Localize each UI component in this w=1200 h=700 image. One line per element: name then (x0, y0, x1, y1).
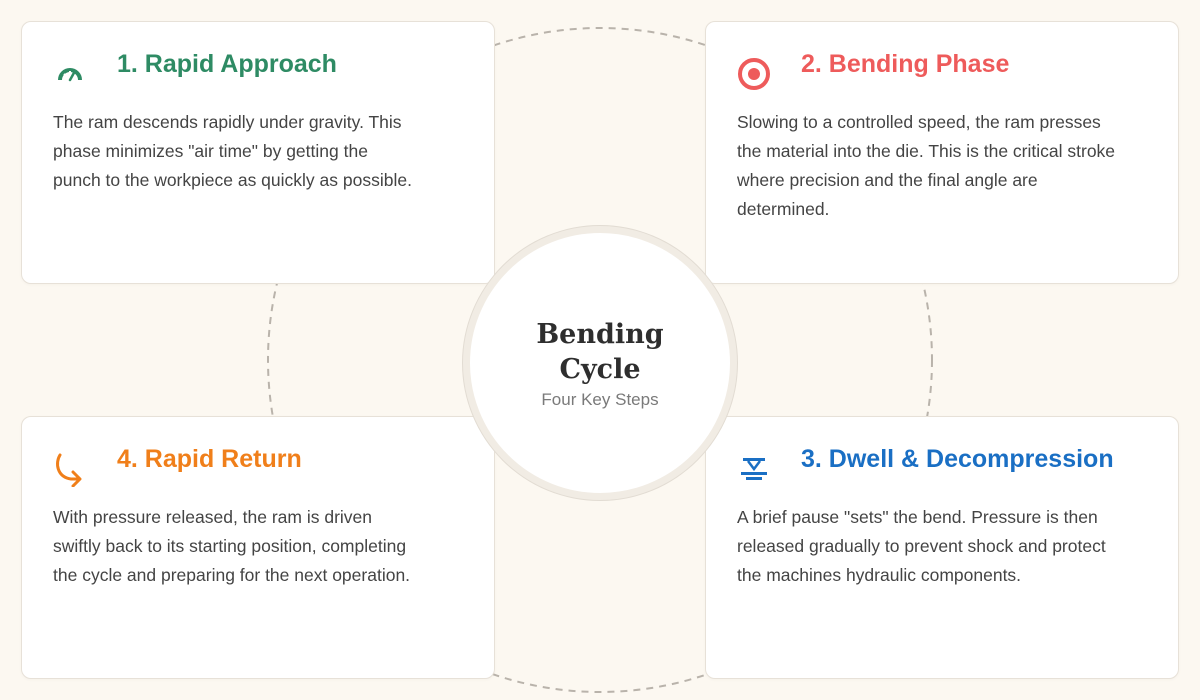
step-title: 2. Bending Phase (801, 50, 1010, 78)
step-card-bending-phase: 2. Bending Phase Slowing to a controlled… (705, 21, 1179, 284)
cycle-subtitle: Four Key Steps (541, 390, 659, 409)
cycle-title-line-2: Cycle (559, 354, 641, 385)
step-description: Slowing to a controlled speed, the ram p… (737, 112, 1116, 219)
step-card-rapid-return: 4. Rapid Return With pressure released, … (21, 416, 495, 679)
step-title: 1. Rapid Approach (117, 50, 337, 78)
step-title: 4. Rapid Return (117, 445, 302, 473)
speedometer-icon (52, 56, 88, 92)
return-arrow-icon (52, 451, 88, 487)
cycle-title-line-1: Bending (536, 319, 664, 350)
step-title: 3. Dwell & Decompression (801, 445, 1114, 473)
press-icon (736, 451, 772, 487)
cycle-title: Bending Cycle (470, 317, 730, 387)
step-description: A brief pause "sets" the bend. Pressure … (737, 507, 1106, 585)
step-card-dwell-decompression: 3. Dwell & Decompression A brief pause "… (705, 416, 1179, 679)
step-description: With pressure released, the ram is drive… (53, 507, 411, 585)
cycle-center-circle: Bending Cycle Four Key Steps (463, 226, 737, 500)
step-description: The ram descends rapidly under gravity. … (53, 112, 412, 190)
step-card-rapid-approach: 1. Rapid Approach The ram descends rapid… (21, 21, 495, 284)
target-icon (736, 56, 772, 92)
